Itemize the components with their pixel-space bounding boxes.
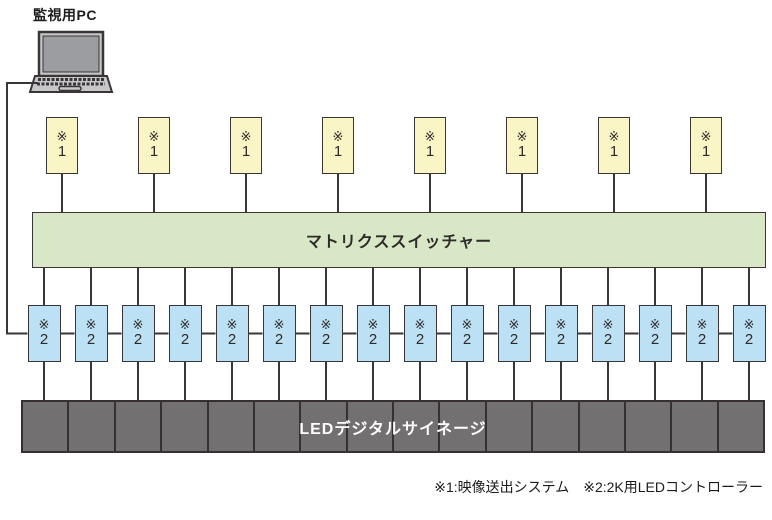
video-sender-unit: ※1	[690, 117, 722, 174]
video-sender-unit: ※1	[598, 117, 630, 174]
signage-segment	[626, 402, 673, 451]
reference-mark: ※	[649, 317, 661, 333]
reference-mark: ※	[273, 317, 285, 333]
signage-segment	[487, 402, 534, 451]
signage-segment	[672, 402, 719, 451]
reference-mark: ※	[132, 317, 144, 333]
unit-number: 2	[603, 331, 613, 349]
reference-mark: ※	[56, 129, 68, 145]
unit-number: 2	[462, 331, 472, 349]
led-controller-unit: ※2	[591, 305, 625, 362]
signage-segment	[394, 402, 441, 451]
signage-segment	[348, 402, 394, 451]
unit-number: 2	[556, 331, 566, 349]
reference-mark: ※	[508, 317, 520, 333]
reference-mark: ※	[696, 317, 708, 333]
led-controller-unit: ※2	[262, 305, 296, 362]
unit-number: 1	[425, 143, 435, 161]
reference-mark: ※	[743, 317, 755, 333]
unit-number: 2	[509, 331, 519, 349]
video-sender-unit: ※1	[414, 117, 446, 174]
unit-number: 2	[650, 331, 660, 349]
reference-mark: ※	[226, 317, 238, 333]
unit-number: 1	[333, 143, 343, 161]
signage-segment	[162, 402, 209, 451]
signage-segment	[255, 402, 302, 451]
led-controller-unit: ※2	[168, 305, 202, 362]
legend-note: ※1:映像送出システム ※2:2K用LEDコントローラー	[434, 479, 763, 495]
unit-number: 2	[368, 331, 378, 349]
video-sender-unit: ※1	[138, 117, 170, 174]
video-sender-unit: ※1	[506, 117, 538, 174]
signage-segment	[580, 402, 626, 451]
unit-number: 1	[701, 143, 711, 161]
signage-segment	[23, 402, 70, 451]
reference-mark: ※	[414, 317, 426, 333]
unit-number: 2	[744, 331, 754, 349]
led-controller-unit: ※2	[27, 305, 61, 362]
video-sender-unit: ※1	[322, 117, 354, 174]
reference-mark: ※	[602, 317, 614, 333]
signage-segment	[301, 402, 348, 451]
led-controller-unit: ※2	[685, 305, 719, 362]
led-controller-unit: ※2	[74, 305, 108, 362]
reference-mark: ※	[424, 129, 436, 145]
video-sender-unit: ※1	[230, 117, 262, 174]
signage-segment	[116, 402, 163, 451]
unit-number: 2	[415, 331, 425, 349]
unit-number: 2	[39, 331, 49, 349]
reference-mark: ※	[700, 129, 712, 145]
pc-label: 監視用PC	[33, 7, 97, 23]
unit-number: 1	[241, 143, 251, 161]
matrix-switcher-label: マトリクススイッチャー	[305, 234, 493, 251]
signage-segment	[440, 402, 487, 451]
unit-number: 1	[149, 143, 159, 161]
signage-segment	[209, 402, 255, 451]
unit-number: 2	[86, 331, 96, 349]
led-controller-unit: ※2	[450, 305, 484, 362]
reference-mark: ※	[516, 129, 528, 145]
led-controller-unit: ※2	[403, 305, 437, 362]
reference-mark: ※	[555, 317, 567, 333]
reference-mark: ※	[38, 317, 50, 333]
led-controller-unit: ※2	[732, 305, 766, 362]
unit-number: 2	[133, 331, 143, 349]
led-controller-unit: ※2	[215, 305, 249, 362]
reference-mark: ※	[85, 317, 97, 333]
reference-mark: ※	[320, 317, 332, 333]
led-controller-unit: ※2	[121, 305, 155, 362]
reference-mark: ※	[608, 129, 620, 145]
unit-number: 2	[180, 331, 190, 349]
reference-mark: ※	[461, 317, 473, 333]
led-controller-unit: ※2	[497, 305, 531, 362]
unit-number: 1	[57, 143, 67, 161]
signage-segment	[69, 402, 116, 451]
matrix-switcher-box: マトリクススイッチャー	[32, 212, 766, 268]
reference-mark: ※	[179, 317, 191, 333]
led-signage-segments	[23, 402, 763, 451]
led-signage-label: LEDデジタルサイネージ	[299, 420, 487, 438]
laptop-icon	[28, 30, 114, 93]
led-controller-unit: ※2	[638, 305, 672, 362]
reference-mark: ※	[240, 129, 252, 145]
led-signage-bar: LEDデジタルサイネージ	[21, 400, 765, 453]
reference-mark: ※	[332, 129, 344, 145]
signage-segment	[533, 402, 580, 451]
unit-number: 2	[697, 331, 707, 349]
reference-mark: ※	[148, 129, 160, 145]
video-sender-unit: ※1	[46, 117, 78, 174]
unit-number: 2	[274, 331, 284, 349]
unit-number: 1	[609, 143, 619, 161]
led-controller-unit: ※2	[309, 305, 343, 362]
led-controller-unit: ※2	[544, 305, 578, 362]
reference-mark: ※	[367, 317, 379, 333]
led-controller-unit: ※2	[356, 305, 390, 362]
unit-number: 2	[321, 331, 331, 349]
unit-number: 1	[517, 143, 527, 161]
unit-number: 2	[227, 331, 237, 349]
